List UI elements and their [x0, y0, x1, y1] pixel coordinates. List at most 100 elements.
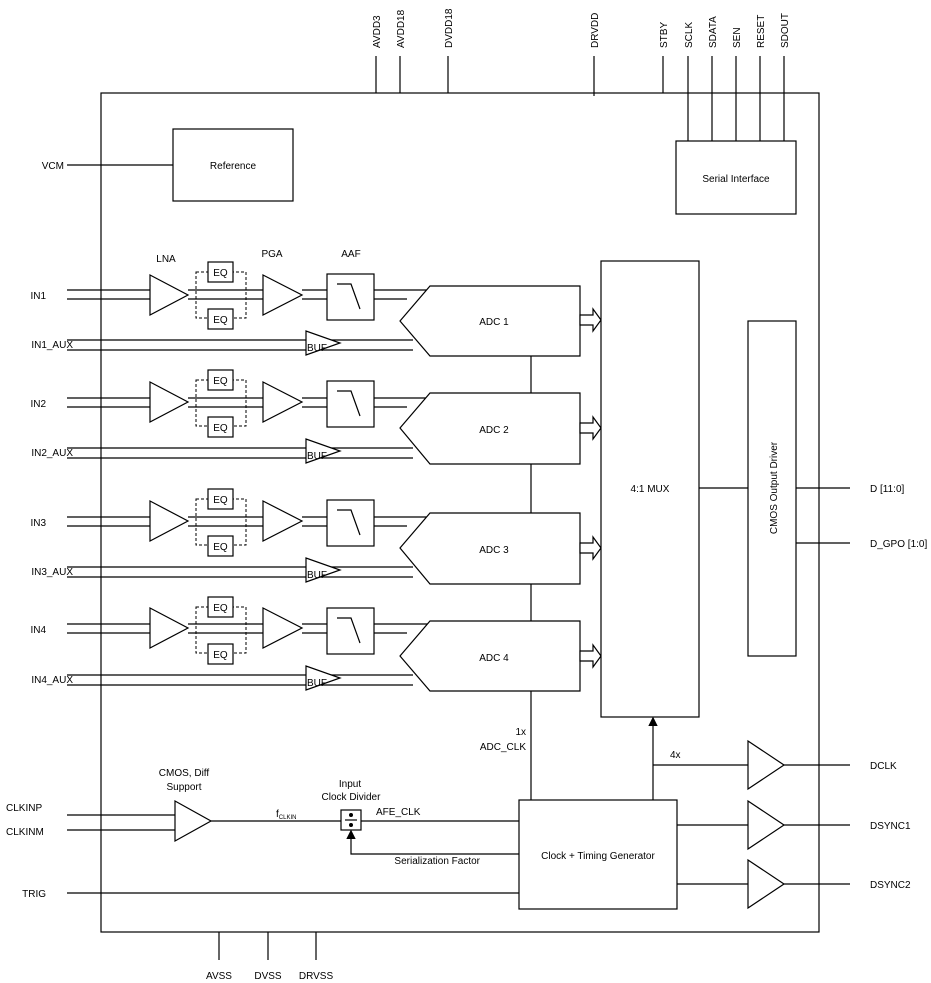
- channel-3: EQ EQ BUF ADC 3 IN3 IN3_AUX: [30, 488, 602, 585]
- pga-label: PGA: [261, 249, 282, 260]
- adc-2-block: [399, 392, 581, 465]
- adc-4-label: ADC 4: [479, 653, 509, 664]
- pin-dvss: DVSS: [254, 971, 282, 982]
- input-divider-label-1: Input: [339, 779, 361, 790]
- serial-interface-block: [675, 140, 797, 215]
- pin-in4: IN4: [30, 625, 46, 636]
- adc-clk-1x-label: 1x: [515, 727, 526, 738]
- cmos-diff-label-1: CMOS, Diff: [159, 768, 210, 779]
- aaf-2-filter: [326, 380, 375, 428]
- pin-vcm: VCM: [42, 161, 64, 172]
- adc-4-block: [399, 620, 581, 692]
- top-pins: AVDD3 AVDD18 DVDD18 DRVDD STBY SCLK SDAT…: [372, 8, 791, 141]
- pin-d: D [11:0]: [870, 484, 904, 495]
- cmos-driver-block: [747, 320, 797, 657]
- buf-2-triangle: [305, 438, 342, 464]
- pga-3-triangle: [262, 500, 304, 542]
- pin-in4-aux: IN4_AUX: [31, 675, 73, 686]
- pin-dclk: DCLK: [870, 761, 897, 772]
- fclkin-label: fCLKIN: [276, 809, 296, 821]
- lna-1-triangle: [149, 274, 190, 316]
- pin-clkinp: CLKINP: [6, 803, 42, 814]
- channel-2: EQ EQ BUF ADC 2 IN2 IN2_AUX: [30, 369, 602, 465]
- pin-sdata: SDATA: [708, 16, 719, 48]
- reference-label: Reference: [210, 161, 257, 172]
- lna-3-triangle: [149, 500, 190, 542]
- pin-in1: IN1: [30, 291, 46, 302]
- pin-in3-aux: IN3_AUX: [31, 567, 73, 578]
- pin-avdd3: AVDD3: [372, 15, 383, 48]
- pin-drvss: DRVSS: [299, 971, 334, 982]
- eq-1a: [207, 261, 234, 283]
- pin-avss: AVSS: [206, 971, 232, 982]
- aaf-4-filter: [326, 607, 375, 655]
- eq-4b: [207, 643, 234, 665]
- pin-drvdd: DRVDD: [590, 13, 601, 48]
- pin-reset: RESET: [756, 15, 767, 48]
- adc-clk-label: ADC_CLK: [480, 742, 526, 753]
- clock-generator-block: [518, 799, 678, 910]
- adc-3-block: [399, 512, 581, 585]
- mux-label: 4:1 MUX: [631, 484, 670, 495]
- buf-4-label: BUF: [307, 678, 327, 689]
- lna-4-triangle: [149, 607, 190, 649]
- input-divider-label-2: Clock Divider: [322, 792, 382, 803]
- buf-4-triangle: [305, 665, 342, 691]
- buf-1-triangle: [305, 330, 342, 356]
- eq-3b: [207, 535, 234, 557]
- buf-3-label: BUF: [307, 570, 327, 581]
- eq-3b-label: EQ: [213, 542, 228, 553]
- pin-in2-aux: IN2_AUX: [31, 448, 73, 459]
- pga-2-triangle: [262, 381, 304, 423]
- eq-4a-label: EQ: [213, 603, 228, 614]
- eq-2a-label: EQ: [213, 376, 228, 387]
- aaf-1-filter: [326, 273, 375, 321]
- buf-1-label: BUF: [307, 343, 327, 354]
- pin-dvdd18: DVDD18: [444, 8, 455, 48]
- dsync2-buffer: [747, 858, 786, 910]
- eq-2b: [207, 416, 234, 438]
- channel-1: EQ EQ BUF ADC 1 IN1 IN1_AUX: [30, 261, 602, 357]
- eq-3a: [207, 488, 234, 510]
- dclk-buffer: [747, 739, 786, 791]
- pin-dsync1: DSYNC1: [870, 821, 911, 832]
- eq-2a: [207, 369, 234, 391]
- pin-trig: TRIG: [22, 889, 46, 900]
- adc-1-label: ADC 1: [479, 317, 509, 328]
- adc-3-label: ADC 3: [479, 545, 509, 556]
- serial-interface-label: Serial Interface: [702, 174, 770, 185]
- eq-1b-label: EQ: [213, 315, 228, 326]
- buf-3-triangle: [305, 557, 342, 583]
- eq-1b: [207, 308, 234, 330]
- pin-d-gpo: D_GPO [1:0]: [870, 539, 927, 550]
- eq-4a: [207, 596, 234, 618]
- dsync1-buffer: [747, 799, 786, 851]
- adc-2-label: ADC 2: [479, 425, 509, 436]
- pin-avdd18: AVDD18: [396, 9, 407, 48]
- lna-label: LNA: [156, 254, 176, 265]
- pga-1-triangle: [262, 274, 304, 316]
- pin-dsync2: DSYNC2: [870, 880, 911, 891]
- eq-4b-label: EQ: [213, 650, 228, 661]
- eq-2b-label: EQ: [213, 423, 228, 434]
- mux-block: [600, 260, 700, 718]
- clk-4x-label: 4x: [670, 750, 681, 761]
- pin-stby: STBY: [659, 22, 670, 48]
- adc-1-block: [399, 285, 581, 357]
- pin-clkinm: CLKINM: [6, 827, 44, 838]
- pga-4-triangle: [262, 607, 304, 649]
- clock-generator-label: Clock + Timing Generator: [541, 851, 655, 862]
- cmos-driver-label: CMOS Output Driver: [769, 441, 780, 534]
- pin-in1-aux: IN1_AUX: [31, 340, 73, 351]
- channel-4: EQ EQ BUF ADC 4 IN4 IN4_AUX: [30, 596, 602, 692]
- pin-sclk: SCLK: [684, 22, 695, 48]
- clock-input-buffer: [174, 799, 213, 843]
- buf-2-label: BUF: [307, 451, 327, 462]
- eq-1a-label: EQ: [213, 268, 228, 279]
- afe-clk-label: AFE_CLK: [376, 807, 421, 818]
- chip-outline: [100, 92, 820, 933]
- reference-block: [172, 128, 294, 202]
- aaf-3-filter: [326, 499, 375, 547]
- pin-in2: IN2: [30, 399, 46, 410]
